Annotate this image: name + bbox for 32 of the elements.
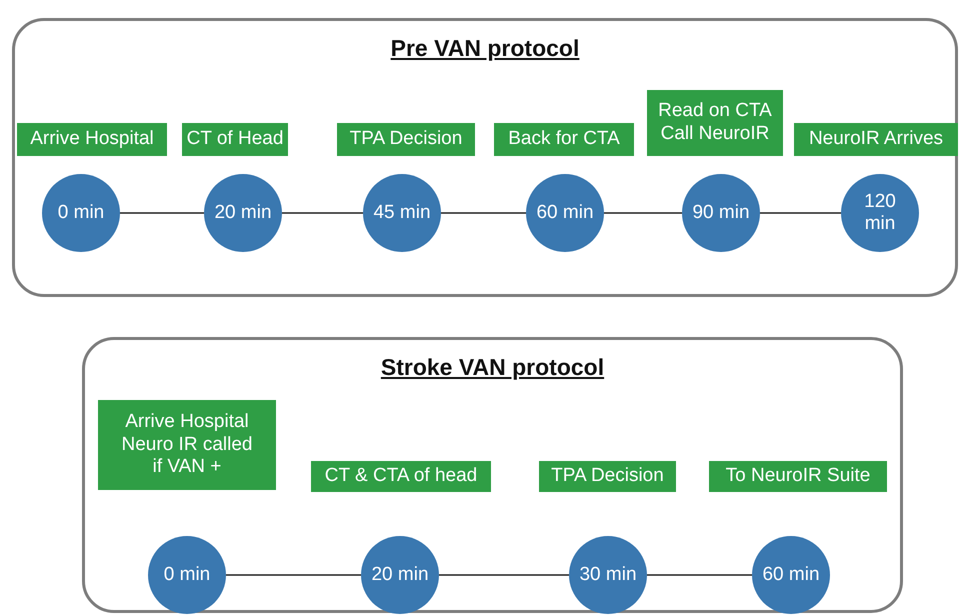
step-label: Arrive Hospital (17, 123, 167, 156)
step-label: CT of Head (182, 123, 288, 156)
connector-line (647, 574, 752, 576)
step-label: Read on CTA Call NeuroIR (647, 90, 783, 156)
connector-line (441, 212, 526, 214)
step-label: Back for CTA (494, 123, 634, 156)
step-label: To NeuroIR Suite (709, 461, 887, 492)
time-circle: 30 min (569, 536, 647, 614)
time-circle: 60 min (526, 174, 604, 252)
time-circle: 20 min (361, 536, 439, 614)
connector-line (604, 212, 682, 214)
connector-line (282, 212, 363, 214)
step-label: CT & CTA of head (311, 461, 491, 492)
connector-line (760, 212, 841, 214)
time-circle: 0 min (148, 536, 226, 614)
time-circle: 20 min (204, 174, 282, 252)
time-circle: 90 min (682, 174, 760, 252)
protocol-panel (12, 18, 958, 297)
connector-line (439, 574, 569, 576)
time-circle: 60 min (752, 536, 830, 614)
protocol-panel (82, 337, 903, 613)
connector-line (226, 574, 361, 576)
time-circle: 0 min (42, 174, 120, 252)
time-circle: 120 min (841, 174, 919, 252)
panel-title: Stroke VAN protocol (380, 354, 604, 381)
connector-line (120, 212, 204, 214)
panel-title: Pre VAN protocol (390, 35, 580, 62)
step-label: Arrive Hospital Neuro IR called if VAN + (98, 400, 276, 490)
step-label: TPA Decision (539, 461, 676, 492)
time-circle: 45 min (363, 174, 441, 252)
step-label: TPA Decision (337, 123, 475, 156)
step-label: NeuroIR Arrives (794, 123, 958, 156)
